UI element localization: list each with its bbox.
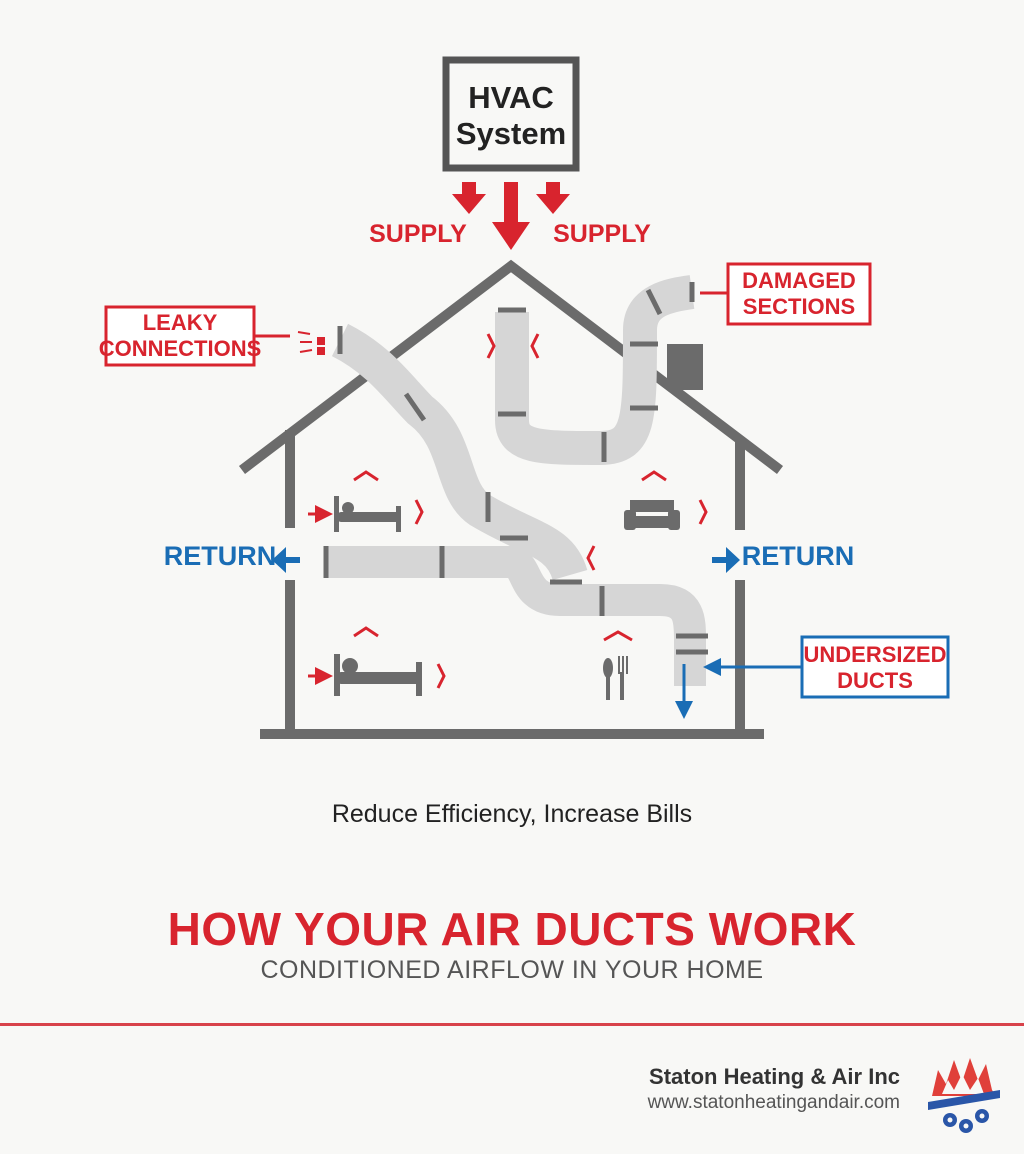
- supply-label-right: SUPPLY: [553, 220, 651, 248]
- caption: Reduce Efficiency, Increase Bills: [331, 800, 693, 828]
- duct-diagram: HVAC System SUPPLY SUPPLY: [99, 56, 950, 739]
- hvac-label-line1: HVAC: [468, 80, 554, 115]
- bed-icon: [308, 654, 422, 696]
- hvac-label-line2: System: [456, 116, 566, 151]
- supply-arrow-center: [492, 182, 530, 250]
- company-logo: [928, 1058, 1000, 1133]
- airflow-chevrons: [353, 333, 708, 689]
- callout-undersized-line2: DUCTS: [837, 668, 913, 693]
- bed-icon: [308, 496, 401, 532]
- page-subtitle: CONDITIONED AIRFLOW IN YOUR HOME: [260, 956, 764, 984]
- callout-damaged-line2: SECTIONS: [743, 294, 855, 319]
- supply-arrows: [452, 182, 570, 250]
- return-label-left: RETURN: [164, 541, 277, 571]
- divider: [0, 1023, 1024, 1026]
- supply-arrow-right: [536, 182, 570, 214]
- return-arrow-right: [712, 547, 740, 573]
- return-label-right: RETURN: [742, 541, 855, 571]
- callout-undersized-line1: UNDERSIZED: [803, 642, 946, 667]
- fork-knife-icon: [603, 656, 628, 700]
- duct-joints: [323, 282, 708, 655]
- supply-label-left: SUPPLY: [369, 220, 467, 248]
- callout-leaky-connections: LEAKY CONNECTIONS: [99, 305, 290, 367]
- callout-damaged-line1: DAMAGED: [742, 268, 856, 293]
- chimney: [667, 344, 703, 390]
- callout-leaky-line2: CONNECTIONS: [99, 336, 262, 361]
- company-url[interactable]: www.statonheatingandair.com: [647, 1092, 900, 1113]
- sofa-icon: [624, 500, 680, 530]
- supply-arrow-left: [452, 182, 486, 214]
- page-title: HOW YOUR AIR DUCTS WORK: [167, 903, 857, 955]
- house-outline: [238, 259, 784, 739]
- callout-leaky-line1: LEAKY: [143, 310, 218, 335]
- callout-damaged-sections: DAMAGED SECTIONS: [700, 262, 872, 326]
- leak-spray-icon: [297, 331, 325, 355]
- callout-undersized-ducts: UNDERSIZED DUCTS: [703, 635, 950, 699]
- company-info: Staton Heating & Air Inc www.statonheati…: [648, 1064, 900, 1114]
- ducts: [325, 275, 706, 686]
- return-arrow-left: [272, 547, 300, 573]
- hvac-box: HVAC System: [442, 56, 580, 172]
- company-name: Staton Heating & Air Inc: [649, 1064, 900, 1089]
